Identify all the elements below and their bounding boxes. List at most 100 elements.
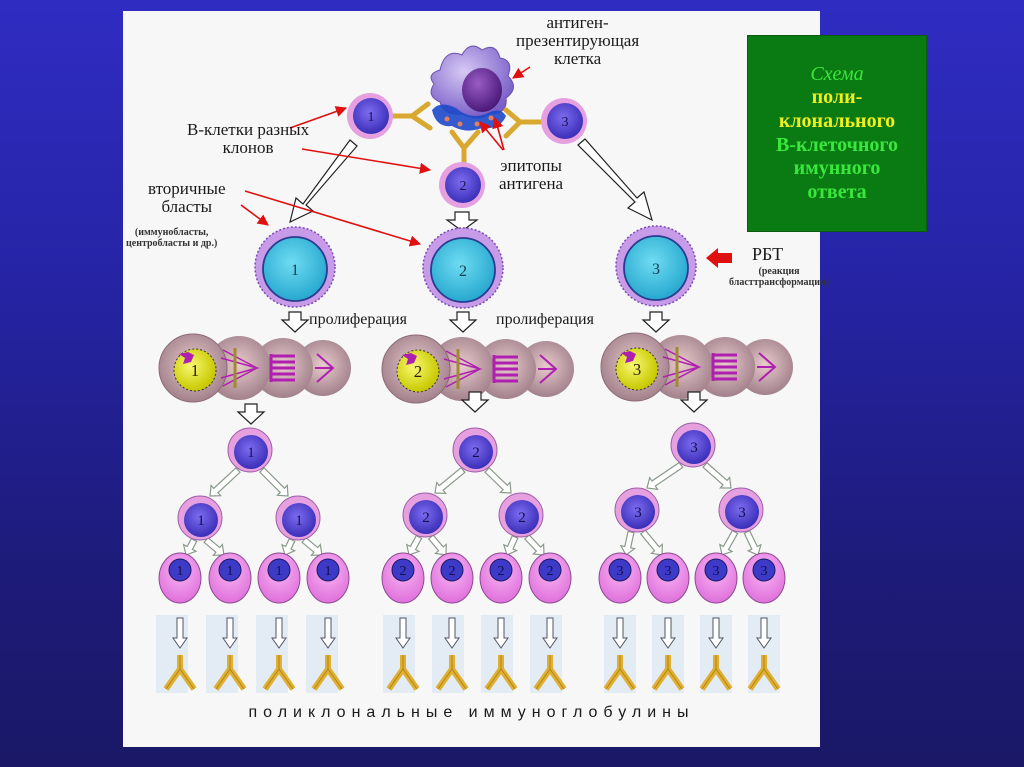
mitosis-stage-clone-1: 1 [158,333,351,403]
arrow-down-icon [756,617,772,649]
blast-cell-2: 2 [422,227,504,309]
b-cell: 2 [452,427,498,473]
proliferation-arrows [280,311,671,333]
arrow-down-icon [660,617,676,649]
division-arrows [236,391,709,425]
arrow-down-icon [172,617,188,649]
arrow-down-icon [493,617,509,649]
clone-number: 1 [276,564,283,579]
aster [538,354,558,384]
b-cell-1: 1 [347,93,393,139]
blast-cell-1: 1 [254,226,336,308]
division-arrow-icon [484,466,512,494]
clone-number: 1 [177,564,184,579]
title-line-1: Схема [810,62,864,85]
division-arrow-icon [259,467,289,497]
plasma-cell: 1 [306,552,350,604]
b-cell: 3 [670,422,716,468]
rbt-arrow-icon [706,248,732,268]
plasma-cell: 2 [381,552,425,604]
division-arrow-icon [702,461,732,489]
blast-cell-3: 3 [615,225,697,307]
antibody-icon [213,655,247,691]
clone-number: 3 [634,505,642,521]
title-line-4: В-клеточного [775,133,899,156]
division-arrow-icon [718,529,739,556]
clone-number: 3 [738,505,746,521]
title-line-3: клонального [778,109,896,132]
b-cell-receptors [389,101,543,165]
antibody-icon [533,655,567,691]
division-arrow-icon [209,466,241,497]
secondary-blasts-note: (иммунобласты,центробласты и др.) [126,227,218,249]
clone-number: 1 [197,513,205,529]
division-arrow-icon [427,534,447,556]
mitosis-stage-clone-2: 2 [381,334,574,404]
title-line-6: ответа [807,180,867,203]
division-arrow-icon [639,529,663,556]
clone-number: 2 [460,179,467,194]
title-box: Схема поли- клонального В-клеточного иму… [747,35,927,232]
clone-number: 1 [368,110,375,125]
antibody-icon [747,655,781,691]
clone-number: 3 [761,564,768,579]
b-cell: 2 [402,492,448,538]
plasma-cell: 2 [528,552,572,604]
antigen-presenting-cell [430,45,514,131]
clone-number: 1 [325,564,332,579]
antibody-icon [651,655,685,691]
clone-number: 3 [562,115,569,130]
clone-number: 3 [633,360,642,379]
clone-number: 2 [518,510,526,526]
plasma-cell: 2 [479,552,523,604]
antibody-icon [484,655,518,691]
division-arrow-icon [203,536,225,556]
division-arrow-icon [502,534,519,556]
plasma-cell: 3 [598,552,642,604]
antibody-icon [435,655,469,691]
division-arrow-icon [405,534,423,556]
plasma-cell: 1 [257,552,301,604]
proliferation-label-1: пролиферация [309,311,407,328]
clone-number: 3 [713,564,720,579]
division-arrow-icon [619,530,636,556]
b-cell-2: 2 [439,162,485,208]
arrow-down-icon [708,617,724,649]
clone-tree-2: 2 2 2 2 2 2 2 [381,427,572,691]
b-cell: 3 [718,487,764,533]
aster [757,352,777,382]
chromosome-icon [621,351,636,363]
arrow-down-icon [612,617,628,649]
clone-number: 3 [690,440,698,456]
chromosome-icon [179,352,194,364]
proliferation-label-2: пролиферация [496,311,594,328]
division-arrow-icon [301,536,323,556]
clone-number: 2 [449,564,456,579]
antibody-icon [163,655,197,691]
mitosis-stage-clone-3: 3 [600,332,793,402]
division-arrow-icon [281,537,297,556]
clone-number: 1 [295,513,303,529]
b-cell-3: 3 [541,98,587,144]
clone-number: 2 [422,510,430,526]
clone-number: 2 [472,445,480,461]
antibody-icon [603,655,637,691]
plasma-cell: 1 [208,552,252,604]
clone-number: 2 [400,564,407,579]
antibody-icon [311,655,345,691]
clone-number: 2 [498,564,505,579]
b-cell: 3 [614,487,660,533]
division-arrow-icon [182,537,198,556]
b-cell: 2 [498,492,544,538]
clone-number: 1 [291,262,299,279]
clone-number: 3 [617,564,624,579]
plasma-cell: 1 [158,552,202,604]
rbt-label: РБТ [752,244,784,264]
